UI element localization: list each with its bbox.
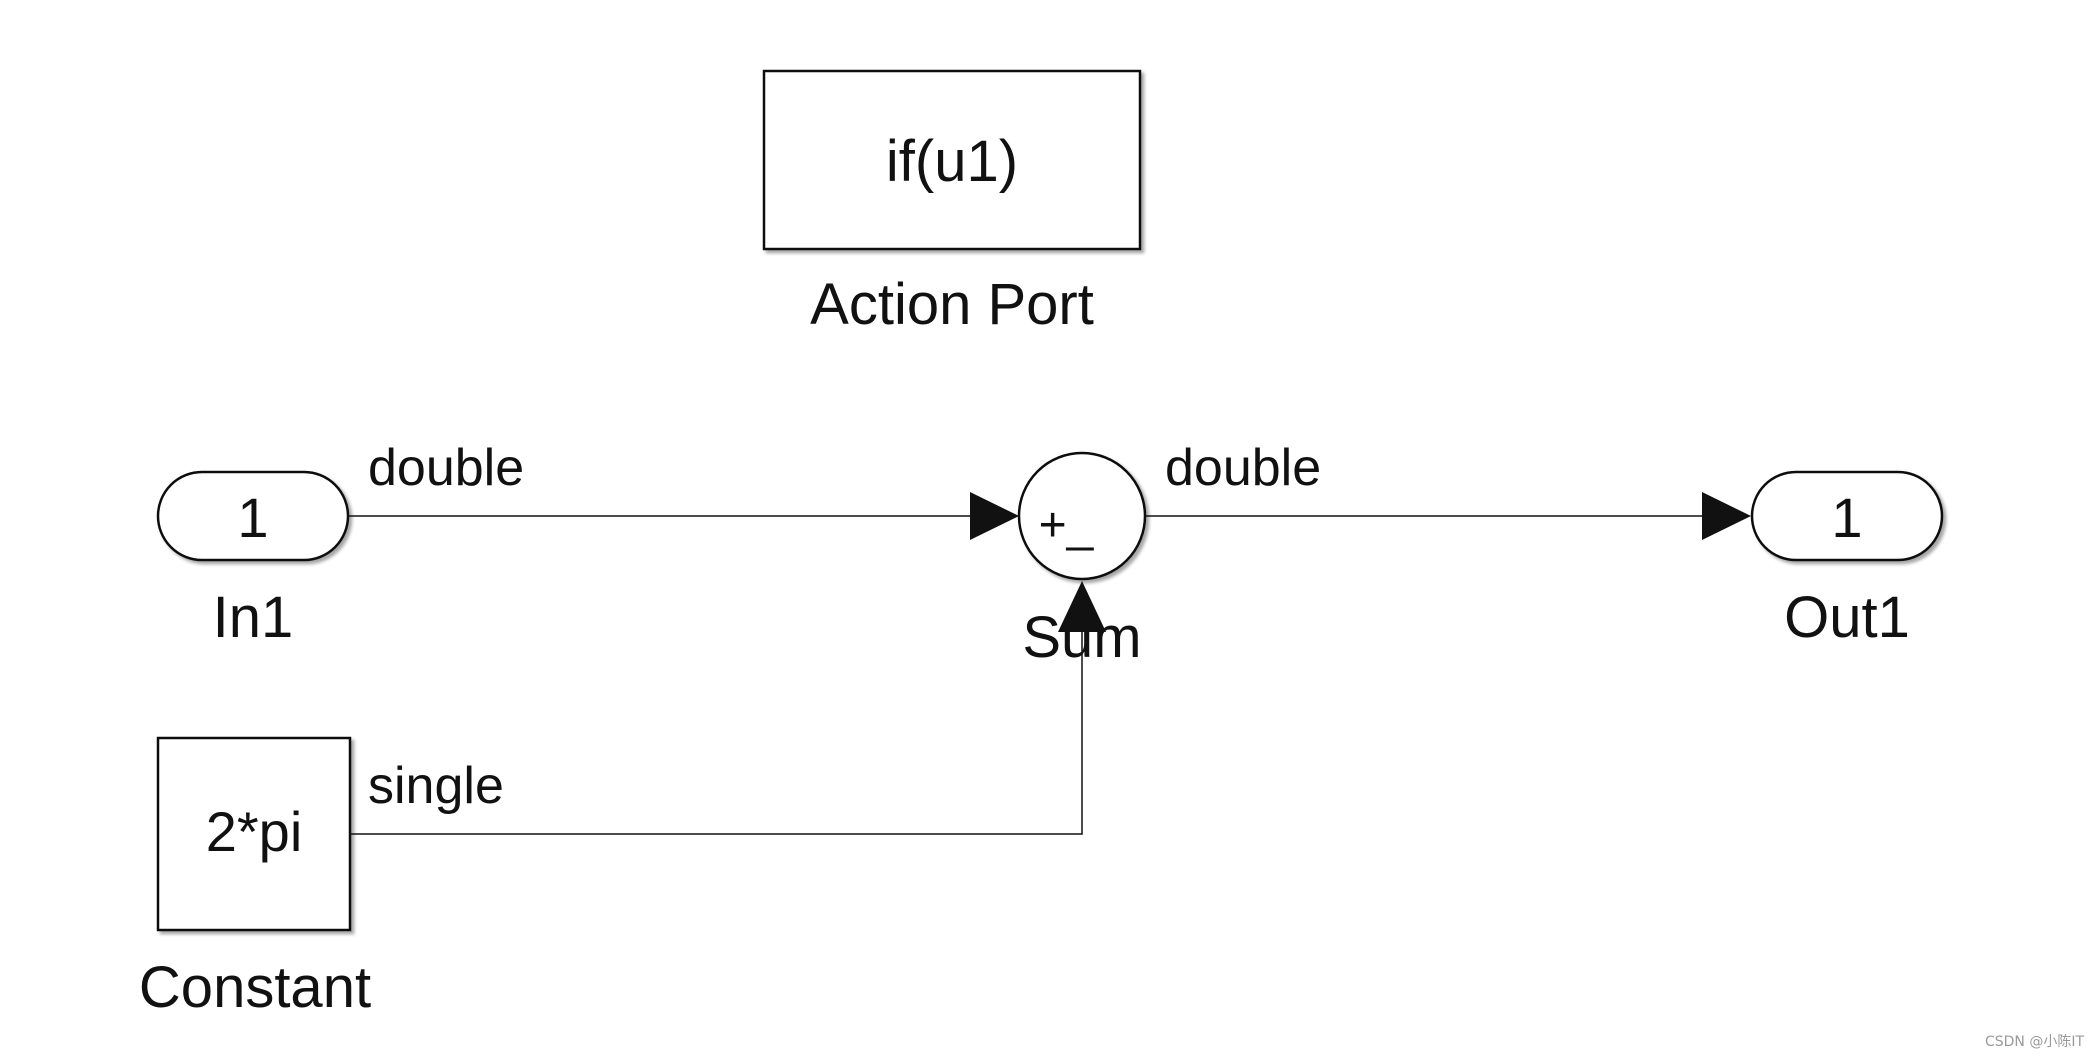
arrowhead-constant-sum xyxy=(1058,581,1106,632)
action-port-name: Action Port xyxy=(810,272,1094,337)
signal-type-constant-sum: single xyxy=(368,757,504,815)
signal-type-in1-sum: double xyxy=(368,439,525,497)
arrowhead-in1-sum xyxy=(970,492,1019,540)
in1-name: In1 xyxy=(212,585,294,650)
action-port-block[interactable] xyxy=(762,69,1142,251)
constant-value: 2*pi xyxy=(205,800,303,863)
watermark-text: CSDN @小陈IT xyxy=(1984,1034,2084,1050)
sum-name: Sum xyxy=(1022,605,1142,670)
arrowhead-sum-out1 xyxy=(1702,492,1751,540)
action-port-text: if(u1) xyxy=(885,129,1019,194)
constant-name: Constant xyxy=(138,955,372,1020)
in1-port-number: 1 xyxy=(237,486,269,549)
out1-name: Out1 xyxy=(1784,585,1910,650)
signal-type-sum-out1: double xyxy=(1165,439,1322,497)
out1-port-number: 1 xyxy=(1831,486,1863,549)
signal-line-constant-sum[interactable] xyxy=(350,632,1083,835)
out1-block[interactable] xyxy=(1750,470,1944,562)
sum-signs: +_ xyxy=(1038,499,1094,552)
